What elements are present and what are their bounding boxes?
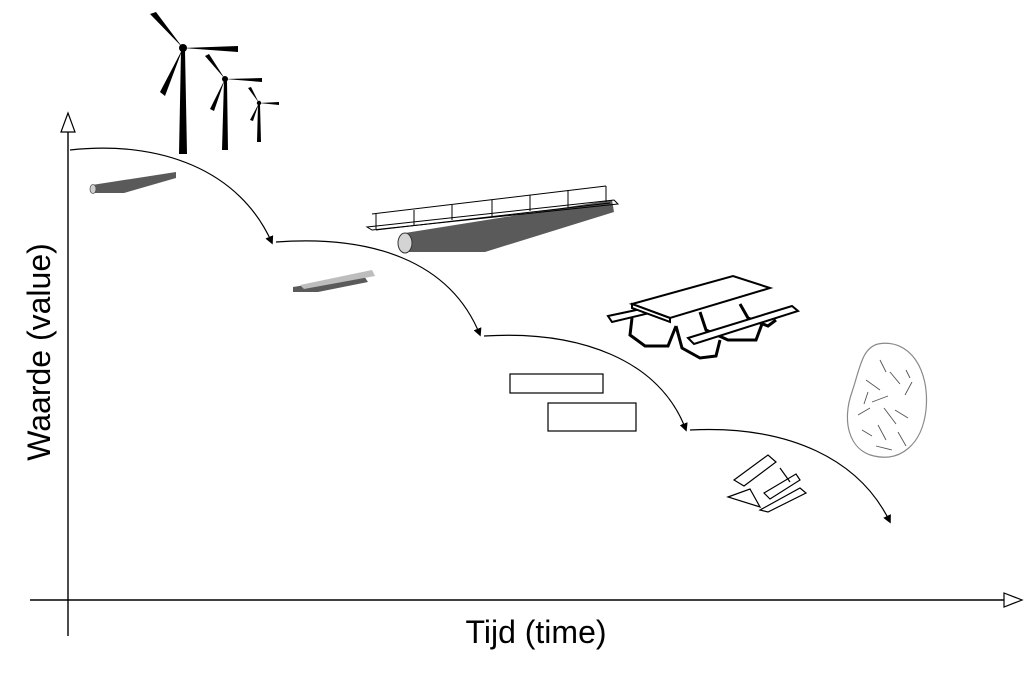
shredded-fragments-icon	[726, 454, 808, 513]
arc-2	[275, 240, 482, 337]
arc-1	[69, 147, 274, 245]
panel-1	[509, 373, 604, 394]
y-axis-label: Waarde (value)	[21, 243, 57, 461]
x-axis	[30, 592, 1024, 608]
cut-panels-icon	[509, 373, 637, 432]
wind-turbines-icon	[150, 12, 279, 154]
picnic-table-icon	[606, 274, 801, 360]
arc-3	[483, 334, 688, 432]
arc-4	[689, 428, 891, 524]
x-axis-label: Tijd (time)	[465, 614, 606, 650]
panel-2	[547, 402, 637, 432]
fiber-composite-pile-icon	[846, 342, 928, 458]
value-cascade-arcs	[69, 147, 891, 524]
turbine-blade-icon	[89, 172, 176, 194]
blade-bridge-icon	[365, 185, 620, 254]
y-axis	[60, 111, 76, 636]
blade-segment-icon	[293, 270, 375, 292]
